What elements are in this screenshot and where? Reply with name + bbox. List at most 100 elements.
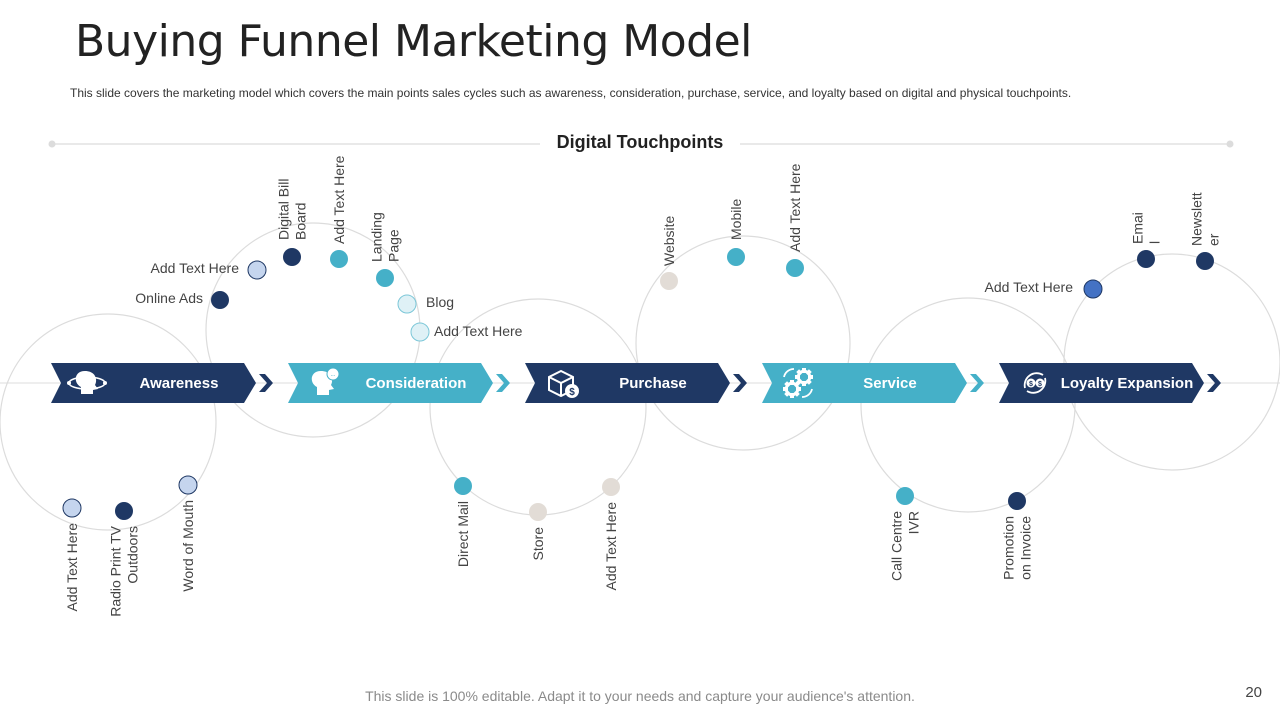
- touchpoint-label: Add Text Here: [64, 523, 80, 612]
- svg-text:Direct Mail: Direct Mail: [455, 501, 471, 567]
- stage-arrow-body: [999, 363, 1204, 403]
- svg-text:Online Ads: Online Ads: [135, 290, 203, 306]
- touchpoint-label: Word of Mouth: [180, 500, 196, 592]
- touchpoint-dot: [247, 260, 267, 280]
- svg-text:$: $: [1038, 381, 1042, 388]
- svg-text:Add Text Here: Add Text Here: [787, 163, 803, 252]
- stage-arrow-body: [51, 363, 256, 403]
- touchpoint-dot: [454, 477, 472, 495]
- touchpoint-dot: [602, 478, 620, 496]
- connector-arc: [0, 313, 217, 531]
- svg-text:Word of Mouth: Word of Mouth: [180, 500, 196, 592]
- touchpoint-label: Blog: [426, 294, 454, 310]
- touchpoint-dot: [397, 294, 417, 314]
- svg-text:Mobile: Mobile: [728, 199, 744, 240]
- connector-arc: [635, 235, 851, 451]
- slide-footer: This slide is 100% editable. Adapt it to…: [365, 688, 915, 704]
- page-number: 20: [1245, 684, 1262, 701]
- touchpoint-dot: [896, 487, 914, 505]
- touchpoint-label: Digital BillBoard: [276, 179, 309, 240]
- stage-label: Consideration: [366, 375, 467, 392]
- stage-consideration: ... Consideration: [288, 363, 510, 403]
- touchpoint-label: Add Text Here: [787, 163, 803, 252]
- touchpoint-label: Website: [661, 215, 677, 266]
- refresh-dollar-icon: $$: [1023, 372, 1047, 394]
- touchpoint-label: Store: [530, 527, 546, 561]
- svg-text:Add Text Here: Add Text Here: [603, 502, 619, 591]
- svg-text:Newsletter: Newsletter: [1189, 192, 1222, 246]
- touchpoint-label: Add Text Here: [151, 260, 240, 276]
- connector-arc: [860, 297, 1076, 513]
- digital-touchpoints-heading: Digital Touchpoints: [540, 132, 740, 153]
- svg-text:Add Text Here: Add Text Here: [151, 260, 240, 276]
- touchpoint-label: LandingPage: [369, 212, 402, 262]
- chevron-right-icon: [733, 374, 747, 392]
- touchpoint-label: Add Text Here: [985, 279, 1074, 295]
- stage-arrow-body: [762, 363, 967, 403]
- divider-cap: [1226, 140, 1234, 148]
- connector-arc: [1063, 253, 1280, 471]
- head-thought-icon: ...: [311, 367, 340, 395]
- slide-subtitle: This slide covers the marketing model wh…: [70, 86, 1072, 100]
- touchpoint-dot: [529, 503, 547, 521]
- head-network-icon: [67, 371, 107, 394]
- touchpoint-dot: [115, 502, 133, 520]
- touchpoint-dot: [283, 248, 301, 266]
- svg-text:Add Text Here: Add Text Here: [331, 155, 347, 244]
- slide-title: Buying Funnel Marketing Model: [75, 16, 752, 67]
- chevron-right-icon: [496, 374, 510, 392]
- svg-text:LandingPage: LandingPage: [369, 212, 402, 262]
- chevron-right-icon: [970, 374, 984, 392]
- touchpoint-label: Promotionon Invoice: [1001, 516, 1034, 580]
- svg-text:Digital BillBoard: Digital BillBoard: [276, 179, 309, 240]
- touchpoint-dot: [1083, 279, 1103, 299]
- stage-label: Awareness: [140, 375, 219, 392]
- chevron-right-icon: [1207, 374, 1221, 392]
- svg-text:Store: Store: [530, 527, 546, 561]
- stage-loyalty-expansion: $$ Loyalty Expansion: [999, 363, 1221, 403]
- touchpoint-dot: [727, 248, 745, 266]
- touchpoint-dot: [1008, 492, 1026, 510]
- svg-text:$: $: [569, 387, 575, 398]
- svg-text:Call CentreIVR: Call CentreIVR: [889, 511, 922, 581]
- stage-purchase: $ Purchase: [525, 363, 747, 403]
- svg-text:Website: Website: [661, 215, 677, 266]
- svg-text:Radio Print TVOutdoors: Radio Print TVOutdoors: [108, 525, 141, 616]
- touchpoint-label: Call CentreIVR: [889, 511, 922, 581]
- touchpoint-label: Online Ads: [135, 290, 203, 306]
- touchpoint-dot: [1196, 252, 1214, 270]
- box-dollar-icon: $: [548, 369, 579, 398]
- touchpoint-dot: [211, 291, 229, 309]
- gears-icon: [783, 368, 813, 398]
- svg-text:...: ...: [330, 372, 335, 378]
- touchpoint-dot: [376, 269, 394, 287]
- touchpoint-label: Direct Mail: [455, 501, 471, 567]
- svg-text:Email: Email: [1130, 212, 1163, 244]
- touchpoint-dot: [410, 322, 430, 342]
- touchpoint-dot: [330, 250, 348, 268]
- touchpoint-label: Add Text Here: [434, 323, 523, 339]
- touchpoint-dot: [786, 259, 804, 277]
- stage-awareness: Awareness: [51, 363, 273, 403]
- touchpoint-dot: [178, 475, 198, 495]
- svg-text:Blog: Blog: [426, 294, 454, 310]
- stage-service: Service: [762, 363, 984, 403]
- touchpoint-label: Newsletter: [1189, 192, 1222, 246]
- chevron-right-icon: [259, 374, 273, 392]
- stage-label: Loyalty Expansion: [1061, 375, 1194, 392]
- touchpoint-label: Add Text Here: [603, 502, 619, 591]
- touchpoint-dot: [62, 498, 82, 518]
- touchpoint-dot: [1137, 250, 1155, 268]
- touchpoint-label: Mobile: [728, 199, 744, 240]
- touchpoint-label: Radio Print TVOutdoors: [108, 525, 141, 616]
- touchpoint-dots: [62, 248, 1214, 521]
- stage-label: Purchase: [619, 375, 687, 392]
- touchpoint-label: Email: [1130, 212, 1163, 244]
- svg-text:Add Text Here: Add Text Here: [434, 323, 523, 339]
- touchpoint-label: Add Text Here: [331, 155, 347, 244]
- svg-text:Add Text Here: Add Text Here: [64, 523, 80, 612]
- stage-arrows: Awareness... Consideration $ Purchase Servic…: [51, 363, 1221, 403]
- touchpoint-dot: [660, 272, 678, 290]
